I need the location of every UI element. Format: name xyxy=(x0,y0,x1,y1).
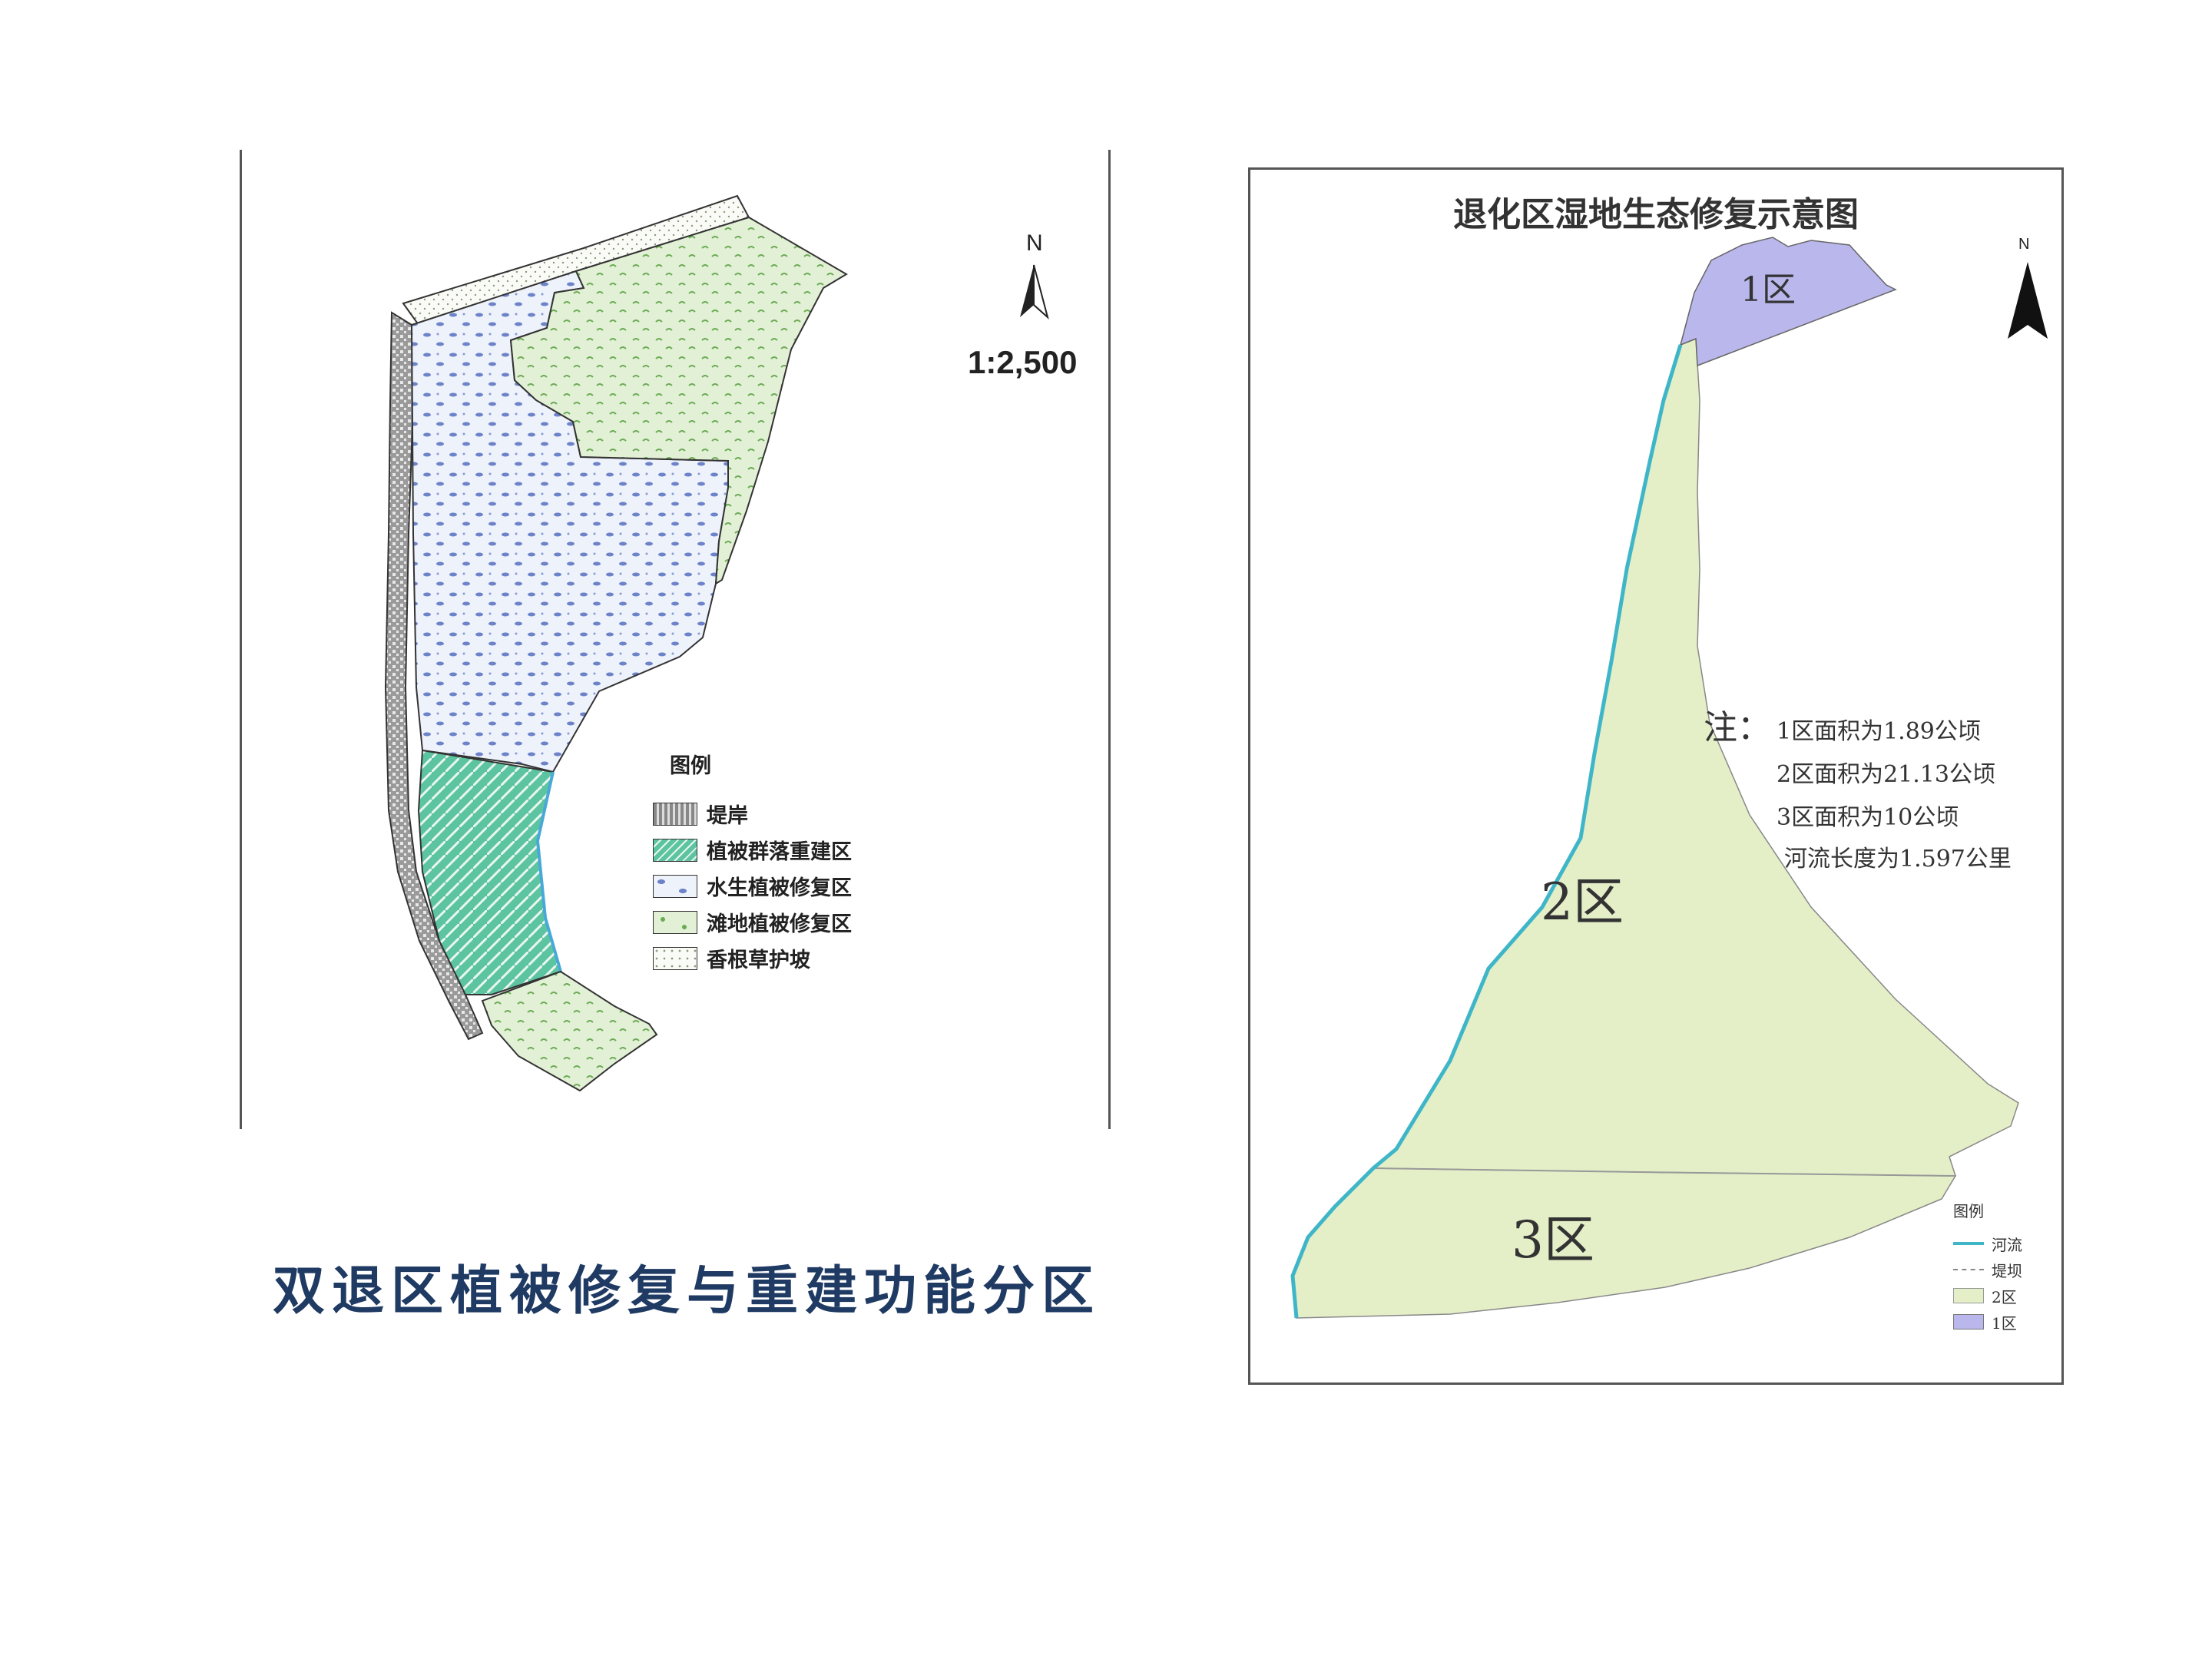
note-line-zone-3: 3区面积为10公顷 xyxy=(1777,804,1959,831)
shoal-restoration-zone-south xyxy=(481,970,658,1092)
right-legend-swatch-zone-2 xyxy=(1953,1288,1984,1303)
legend-item-aquatic-restoration: 水生植被修复区 xyxy=(653,868,899,904)
right-legend-title: 图例 xyxy=(1953,1202,1984,1220)
zone-1-label: 1区 xyxy=(1740,270,1796,310)
right-map-svg xyxy=(1290,237,2048,1319)
right-legend-item-river: 河流 xyxy=(1953,1230,2053,1257)
right-legend-swatch-dam xyxy=(1953,1269,1984,1270)
note-head: 注： xyxy=(1704,708,1771,747)
legend-swatch-shoal-restoration xyxy=(653,910,697,934)
zone-3-area xyxy=(1292,1167,1957,1319)
north-label-left: N xyxy=(1026,230,1043,256)
right-legend-label-zone-1: 1区 xyxy=(1992,1313,2017,1333)
zone-3-label: 3区 xyxy=(1512,1210,1594,1270)
legend-item-shoal-restoration: 滩地植被修复区 xyxy=(653,904,899,940)
legend-swatch-aquatic-restoration xyxy=(653,874,697,898)
map-scale: 1:2,500 xyxy=(968,344,1078,380)
legend-label-vetiver-slope: 香根草护坡 xyxy=(707,949,810,972)
right-map-legend: 图例 河流 堤坝 2区 1区 xyxy=(1953,1199,2053,1335)
legend-label-aquatic-restoration: 水生植被修复区 xyxy=(707,876,852,900)
legend-title: 图例 xyxy=(670,754,711,778)
shoal-restoration-zone-north xyxy=(509,216,848,585)
north-arrow-left xyxy=(1020,264,1049,320)
left-map xyxy=(238,150,1121,1133)
legend-swatch-vegetation-reconstruction xyxy=(653,838,697,862)
note-line-river-length: 河流长度为1.597公里 xyxy=(1784,846,2012,873)
zone-1-area xyxy=(1679,237,1897,367)
legend-label-embankment: 堤岸 xyxy=(707,804,748,828)
left-frame-line xyxy=(240,150,242,1129)
right-legend-item-zone-1: 1区 xyxy=(1953,1309,2053,1335)
legend-swatch-embankment xyxy=(653,802,697,826)
north-label-right: N xyxy=(2018,236,2030,253)
legend-label-vegetation-reconstruction: 植被群落重建区 xyxy=(707,840,852,864)
legend-item-embankment: 堤岸 xyxy=(653,796,899,832)
right-map-title: 退化区湿地生态修复示意图 xyxy=(1453,195,1859,234)
right-legend-item-dam: 堤坝 xyxy=(1953,1257,2053,1283)
legend-item-vegetation-reconstruction: 植被群落重建区 xyxy=(653,832,899,868)
right-legend-swatch-zone-1 xyxy=(1953,1314,1984,1330)
right-legend-swatch-river xyxy=(1953,1242,1984,1245)
legend-label-shoal-restoration: 滩地植被修复区 xyxy=(707,912,852,936)
river-line xyxy=(1290,344,1683,1319)
right-map: 退化区湿地生态修复示意图 N 1区 2区 3区 注： 1区面积为1.89公顷 2… xyxy=(1248,167,2064,1385)
legend-swatch-vetiver-slope xyxy=(653,946,697,970)
right-legend-item-zone-2: 2区 xyxy=(1953,1283,2053,1309)
right-frame-line xyxy=(1108,150,1111,1129)
left-map-legend: 图例 堤岸 植被群落重建区 水生植被修复区 滩地植被修复区 香根草护坡 xyxy=(653,749,899,976)
note-line-zone-1: 1区面积为1.89公顷 xyxy=(1777,718,1981,745)
right-legend-label-river: 河流 xyxy=(1992,1235,2022,1254)
legend-item-vetiver-slope: 香根草护坡 xyxy=(653,940,899,976)
right-legend-label-dam: 堤坝 xyxy=(1992,1261,2022,1280)
north-arrow-right xyxy=(2008,262,2048,339)
figure-caption: 双退区植被修复与重建功能分区 xyxy=(273,1260,1101,1322)
left-map-svg xyxy=(384,194,1049,1092)
note-line-zone-2: 2区面积为21.13公顷 xyxy=(1777,761,1995,788)
embankment-strip xyxy=(384,311,484,1041)
zone-2-label: 2区 xyxy=(1541,873,1624,932)
right-legend-label-zone-2: 2区 xyxy=(1992,1287,2017,1306)
